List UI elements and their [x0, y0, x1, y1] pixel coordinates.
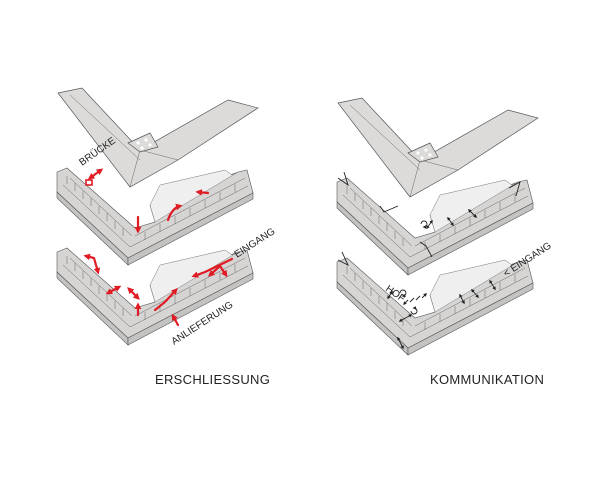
view-mark: [419, 241, 433, 258]
entrance-arrow-3: [218, 264, 228, 278]
comm-arrow: [397, 336, 404, 350]
comm-arrow: [471, 288, 479, 299]
comm-arrow: [459, 293, 465, 305]
bridge-arrow: [87, 168, 104, 180]
comm-arrow: [489, 279, 496, 291]
view-mark: [337, 251, 349, 266]
label-eingang: EINGANG: [233, 226, 278, 260]
panel-title-erschliessung: ERSCHLIESSUNG: [155, 372, 271, 387]
stair-mark: [85, 179, 93, 186]
left-arrow: [195, 189, 210, 196]
erschliessung-diagram: BRÜCKE EINGANG ANLIEFERUNG: [56, 87, 278, 348]
circulation-arrows: [83, 168, 234, 327]
curve-arrow: [166, 203, 183, 222]
ground-arrow-3: [127, 287, 140, 300]
comm-arrow: [426, 219, 433, 230]
view-mark: [337, 171, 349, 187]
entrance-arrow: [191, 257, 234, 278]
kommunikation-diagram: HOF < EINGANG: [336, 97, 554, 356]
comm-arrow: [467, 208, 478, 219]
panel-title-kommunikation: KOMMUNIKATION: [430, 372, 545, 387]
comm-arrow: [447, 216, 454, 227]
delivery-arrow: [171, 313, 180, 327]
comm-arrow: [387, 290, 393, 300]
rotate-mark: [410, 306, 418, 315]
view-mark: [379, 205, 399, 213]
ground-arrow-2: [105, 285, 122, 295]
comm-arrow: [398, 314, 413, 322]
ground-arrow-5: [153, 288, 178, 312]
communication-arrows: [337, 171, 521, 350]
entrance-arrow-2: [208, 264, 222, 277]
rotate-mark: [420, 220, 428, 229]
view-mark: [508, 181, 521, 197]
ground-arrow-1: [83, 253, 101, 275]
comm-arrow: [404, 294, 426, 304]
